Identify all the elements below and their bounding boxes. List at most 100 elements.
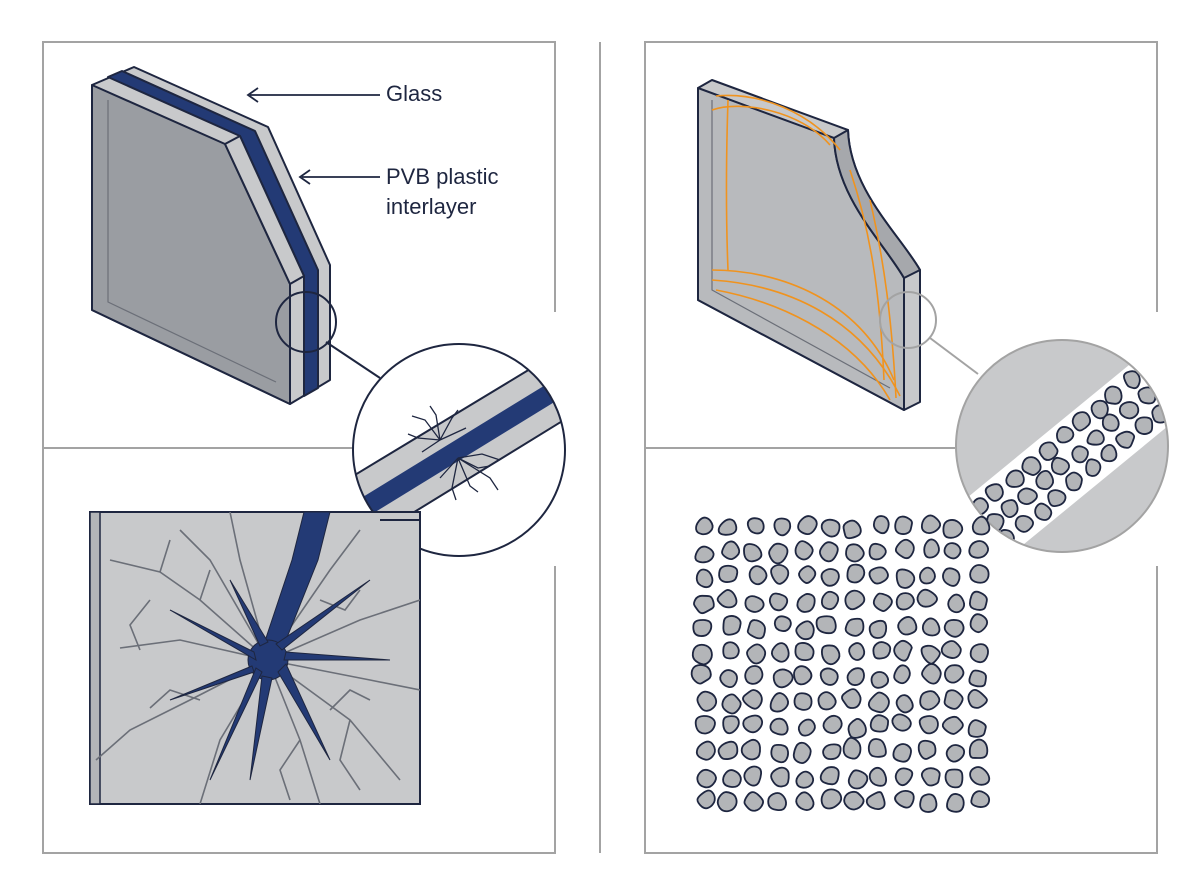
tempered-glass-pane — [697, 79, 921, 411]
glass-fragment — [773, 615, 792, 632]
glass-fragment — [916, 588, 938, 608]
glass-fragment — [868, 619, 888, 639]
glass-fragment — [748, 565, 768, 586]
glass-fragment — [969, 613, 989, 634]
glass-fragment — [797, 718, 816, 737]
glass-fragment — [868, 766, 888, 787]
glass-fragment — [944, 664, 965, 684]
glass-fragment — [842, 736, 862, 760]
glass-fragment — [940, 640, 962, 659]
zoom-crack-lines — [407, 405, 501, 501]
glass-fragment — [820, 568, 840, 587]
glass-fragment — [846, 667, 865, 686]
glass-fragment — [941, 715, 964, 735]
glass-fragment — [1167, 389, 1168, 409]
laminated-front-glass — [91, 84, 291, 405]
glass-fragment — [768, 542, 789, 565]
glass-fragment — [894, 789, 915, 809]
glass-fragment — [1115, 430, 1136, 449]
glass-fragment — [1005, 469, 1025, 488]
left-zoom-circle-outline — [352, 343, 566, 557]
glass-fragment — [920, 514, 942, 534]
glass-fragment — [691, 643, 713, 666]
glass-fragment — [847, 718, 867, 739]
glass-fragment — [841, 688, 862, 709]
glass-fragment — [1118, 401, 1140, 420]
crack-pattern — [95, 512, 420, 804]
glass-fragment — [895, 592, 915, 611]
glass-fragment — [1065, 471, 1083, 492]
glass-fragment — [820, 788, 843, 810]
glass-fragment — [692, 619, 713, 637]
panel-frames — [42, 41, 1158, 854]
glass-fragment — [1050, 456, 1071, 476]
glass-fragment — [722, 769, 742, 788]
glass-fragment — [1034, 502, 1053, 521]
glass-fragment — [843, 790, 865, 811]
glass-fragment — [817, 691, 837, 711]
glass-fragment — [867, 691, 890, 714]
glass-fragment — [820, 518, 841, 538]
glass-fragment — [895, 694, 914, 714]
glass-fragment — [822, 714, 843, 734]
glass-fragment — [717, 740, 739, 760]
label-arrows — [246, 87, 380, 185]
glass-fragment — [743, 543, 763, 563]
glass-fragment — [1047, 489, 1067, 508]
glass-fragment — [971, 515, 991, 536]
laminated-edge — [224, 135, 305, 285]
glass-fragment — [746, 619, 766, 640]
glass-fragment — [842, 519, 862, 540]
glass-fragment — [1134, 416, 1154, 435]
glass-fragment — [894, 538, 915, 560]
glass-fragment — [943, 689, 964, 710]
glass-fragment — [746, 517, 765, 535]
cracked-laminated-square — [89, 511, 421, 805]
glass-fragment — [893, 664, 911, 685]
glass-fragment — [721, 693, 742, 715]
tempered-front-glass — [697, 87, 905, 411]
glass-fragment — [894, 767, 914, 787]
glass-fragment — [1038, 441, 1059, 461]
glass-fragment — [1101, 413, 1120, 432]
glass-fragment — [865, 791, 886, 811]
glass-fragment — [921, 663, 942, 685]
glass-fragment — [794, 540, 814, 561]
glass-fragment — [740, 738, 761, 761]
zoom-pvb-band — [358, 376, 565, 514]
glass-fragment — [716, 791, 738, 813]
glass-fragment — [767, 792, 787, 812]
glass-fragment — [942, 567, 961, 587]
laminated-zoom-detail — [352, 343, 566, 557]
glass-fragment — [1154, 372, 1168, 392]
glass-fragment — [870, 671, 890, 689]
glass-fragment — [969, 564, 990, 584]
glass-fragment — [819, 766, 840, 786]
glass-fragment — [793, 665, 813, 686]
glass-fragment — [943, 619, 965, 638]
glass-fragment — [1021, 456, 1042, 476]
glass-fragment — [918, 715, 939, 735]
glass-fragment — [795, 791, 815, 811]
glass-fragment — [721, 540, 741, 561]
glass-fragment — [894, 515, 913, 535]
glass-fragment — [919, 566, 936, 585]
glass-fragment — [1014, 514, 1034, 533]
glass-fragment — [844, 589, 866, 611]
glass-fragment — [717, 518, 738, 536]
glass-fragment — [943, 542, 962, 560]
glass-fragment — [895, 568, 916, 589]
tempered-inner-outline — [711, 100, 891, 389]
glass-fragment — [796, 593, 816, 613]
glass-label: Glass — [386, 81, 443, 106]
tempered-edge — [833, 129, 921, 279]
glass-fragment — [969, 766, 991, 786]
glass-fragment — [921, 617, 941, 637]
glass-fragment — [897, 616, 918, 636]
glass-fragment — [770, 766, 790, 788]
glass-fragment — [945, 744, 966, 763]
glass-fragment — [822, 743, 842, 761]
glass-fragment — [743, 791, 764, 812]
glass-fragment — [984, 483, 1004, 502]
glass-fragment — [744, 595, 765, 613]
